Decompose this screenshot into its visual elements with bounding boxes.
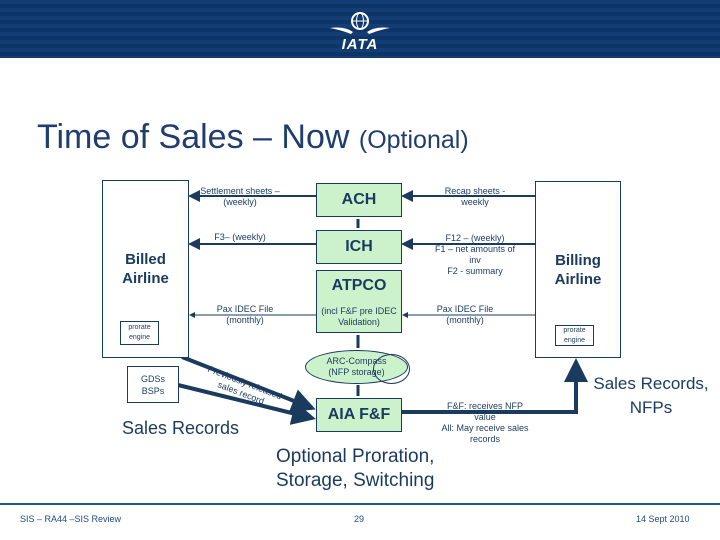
label-line: F3– (weekly) xyxy=(214,232,266,242)
billing-airline-label: Airline xyxy=(554,270,602,288)
label-line: value xyxy=(474,412,496,422)
caption-line: Sales Records, xyxy=(593,374,709,393)
label-line: F1 – net amounts of xyxy=(434,244,516,254)
label-line: inv xyxy=(469,255,481,265)
caption-line: Storage, Switching xyxy=(276,470,435,491)
label-line: F&F: receives NFP xyxy=(446,401,523,411)
label-line: F2 - summary xyxy=(447,266,503,276)
title-optional: (Optional) xyxy=(358,126,469,154)
aia-label: AIA F&F xyxy=(327,406,391,423)
globe-wings-icon xyxy=(330,12,390,34)
label-line: (weekly) xyxy=(223,197,257,207)
ich-node[interactable]: ICH xyxy=(316,230,402,264)
optional-proration-caption: Optional Proration, Storage, Switching xyxy=(276,445,434,493)
engine-label: engine xyxy=(563,336,586,344)
f3-label: F3– (weekly) xyxy=(195,232,285,243)
label-line: Pax IDEC File xyxy=(216,304,274,314)
ach-node[interactable]: ACH xyxy=(316,183,402,217)
gds-bsp-box[interactable]: GDSs BSPs xyxy=(127,366,179,403)
pax-idec-left-label: Pax IDEC File(monthly) xyxy=(200,304,290,326)
footer-left: SIS – RA44 –SIS Review xyxy=(20,514,122,524)
iata-logo: IATA xyxy=(325,8,395,53)
ich-label: ICH xyxy=(345,238,373,255)
sales-records-nfps-caption: Sales Records, NFPs xyxy=(580,372,720,420)
gds-label: GDSs xyxy=(140,373,165,384)
engine-label: prorate xyxy=(563,326,586,334)
billed-airline-label: Billed xyxy=(125,251,166,268)
arc-sub-label: (NFP storage) xyxy=(328,367,385,377)
settlement-label: Settlement sheets –(weekly) xyxy=(190,186,290,208)
label-line: F12 – (weekly) xyxy=(445,233,505,243)
page-title: Time of Sales – Now (Optional) xyxy=(37,118,469,157)
label-line: (monthly) xyxy=(446,315,484,325)
arrow-aia-to-billing xyxy=(402,358,588,414)
billed-prorate-engine-box[interactable]: prorate engine xyxy=(120,321,159,345)
label-line: weekly xyxy=(461,197,489,207)
billing-airline-box[interactable]: Billing Airline xyxy=(535,181,621,358)
arc-label: ARC-Compass xyxy=(326,356,387,366)
billing-airline-label: Billing xyxy=(555,251,601,269)
atpco-sub-label: Validation) xyxy=(338,317,380,327)
pax-idec-right-label: Pax IDEC File(monthly) xyxy=(415,304,515,326)
footer-date: 14 Sept 2010 xyxy=(636,514,690,524)
label-line: (monthly) xyxy=(226,315,264,325)
bsp-label: BSPs xyxy=(141,385,165,396)
title-main: Time of Sales – Now xyxy=(37,118,350,156)
recap-label: Recap sheets -weekly xyxy=(420,186,530,208)
sales-records-caption: Sales Records xyxy=(122,418,240,438)
page-number: 29 xyxy=(354,514,365,524)
billed-airline-label: Airline xyxy=(122,270,169,287)
atpco-label: ATPCO xyxy=(331,277,387,294)
footer-divider xyxy=(0,503,720,505)
engine-label: prorate xyxy=(128,324,151,331)
arrow-billed-to-aia xyxy=(181,355,316,412)
aia-ff-node[interactable]: AIA F&F xyxy=(316,398,402,432)
ach-label: ACH xyxy=(341,191,377,208)
label-line: Settlement sheets – xyxy=(200,186,280,196)
caption-line: Optional Proration, xyxy=(276,446,435,467)
caption-line: NFPs xyxy=(629,398,673,417)
atpco-sub-label: (incl F&F pre IDEC xyxy=(321,306,397,316)
label-line: Recap sheets - xyxy=(444,186,506,196)
label-line: records xyxy=(469,434,500,444)
arrow-gds-to-aia xyxy=(177,383,316,425)
atpco-node[interactable]: ATPCO (incl F&F pre IDEC Validation) xyxy=(316,270,402,333)
billing-prorate-engine-box[interactable]: prorate engine xyxy=(555,325,594,346)
engine-label: engine xyxy=(128,334,151,341)
arc-overlap-ellipse xyxy=(373,354,410,384)
label-line: All: May receive sales xyxy=(441,423,529,433)
logo-text: IATA xyxy=(341,36,379,53)
label-line: Pax IDEC File xyxy=(436,304,494,314)
